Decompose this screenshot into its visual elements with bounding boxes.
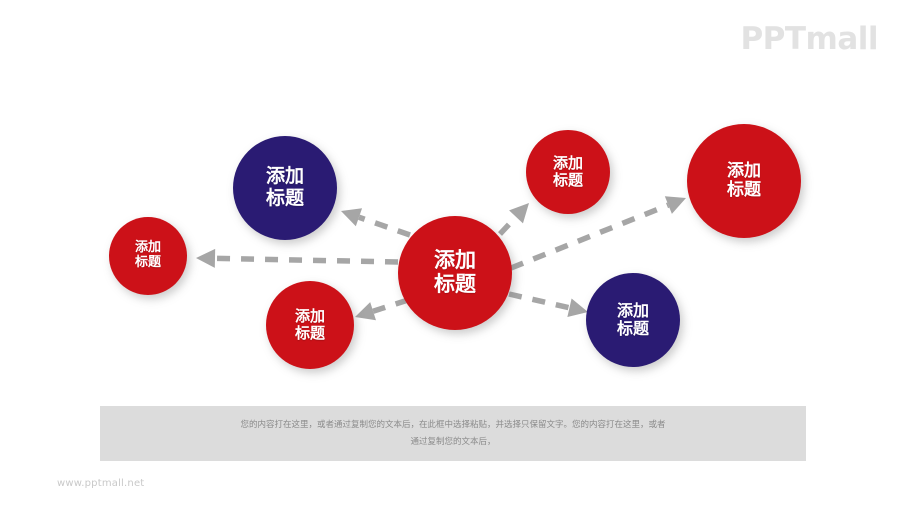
arrow-to-bottom-right bbox=[508, 291, 588, 318]
node-label-line2: 标题 bbox=[616, 319, 649, 338]
arrow-to-bottom-right-shaft bbox=[508, 291, 571, 311]
arrow-to-top-left-navy-shaft bbox=[358, 214, 411, 238]
arrow-to-bottom-left-head-icon bbox=[355, 302, 376, 321]
arrow-to-top-middle-shaft bbox=[497, 214, 519, 236]
arrow-to-top-left-navy bbox=[341, 208, 411, 238]
node-label-line1: 添加 bbox=[265, 165, 304, 188]
node-label-line1: 添加 bbox=[616, 300, 649, 320]
pptmall-logo: PPTmall bbox=[740, 21, 878, 57]
arrow-to-bottom-right-head-icon bbox=[567, 298, 588, 318]
node-bottom-right-navy[interactable]: 添加标题 bbox=[586, 273, 680, 367]
node-label-line2: 标题 bbox=[134, 255, 161, 270]
node-far-left-red[interactable]: 添加标题 bbox=[109, 217, 187, 295]
arrow-to-far-left-head-icon bbox=[196, 248, 216, 268]
arrow-to-top-middle-head-icon bbox=[509, 203, 529, 224]
note-box[interactable]: 您的内容打在这里，或者通过复制您的文本后，在此框中选择粘贴，并选择只保留文字。您… bbox=[100, 406, 806, 461]
node-label-line1: 添加 bbox=[552, 153, 583, 172]
arrow-to-top-left-navy-head-icon bbox=[341, 208, 363, 227]
node-label-line2: 标题 bbox=[294, 324, 325, 342]
node-label-line2: 标题 bbox=[434, 272, 476, 296]
node-label-line1: 添加 bbox=[727, 160, 761, 181]
node-label-line2: 标题 bbox=[727, 180, 761, 200]
node-label-line2: 标题 bbox=[265, 187, 304, 209]
arrow-to-far-left-shaft bbox=[214, 255, 399, 265]
footer-url: www.pptmall.net bbox=[57, 478, 145, 489]
node-top-right-red[interactable]: 添加标题 bbox=[687, 124, 801, 238]
node-center-red[interactable]: 添加标题 bbox=[398, 216, 512, 330]
arrow-to-top-right-shaft bbox=[509, 202, 670, 271]
arrow-to-bottom-left-shaft bbox=[372, 297, 409, 314]
arrow-to-top-right bbox=[509, 196, 686, 271]
node-top-middle-red[interactable]: 添加标题 bbox=[526, 130, 610, 214]
arrow-to-top-middle bbox=[497, 203, 529, 236]
note-box-text: 您的内容打在这里，或者通过复制您的文本后，在此框中选择粘贴，并选择只保留文字。您… bbox=[240, 419, 666, 447]
arrow-to-far-left bbox=[196, 248, 399, 268]
arrow-to-bottom-left bbox=[355, 297, 409, 321]
node-label-line1: 添加 bbox=[434, 248, 476, 273]
node-label-line2: 标题 bbox=[552, 171, 583, 189]
node-label-line1: 添加 bbox=[134, 240, 161, 256]
node-top-left-navy[interactable]: 添加标题 bbox=[233, 136, 337, 240]
arrow-to-top-right-head-icon bbox=[664, 196, 686, 214]
node-bottom-left-red[interactable]: 添加标题 bbox=[266, 281, 354, 369]
node-label-line1: 添加 bbox=[294, 306, 325, 325]
